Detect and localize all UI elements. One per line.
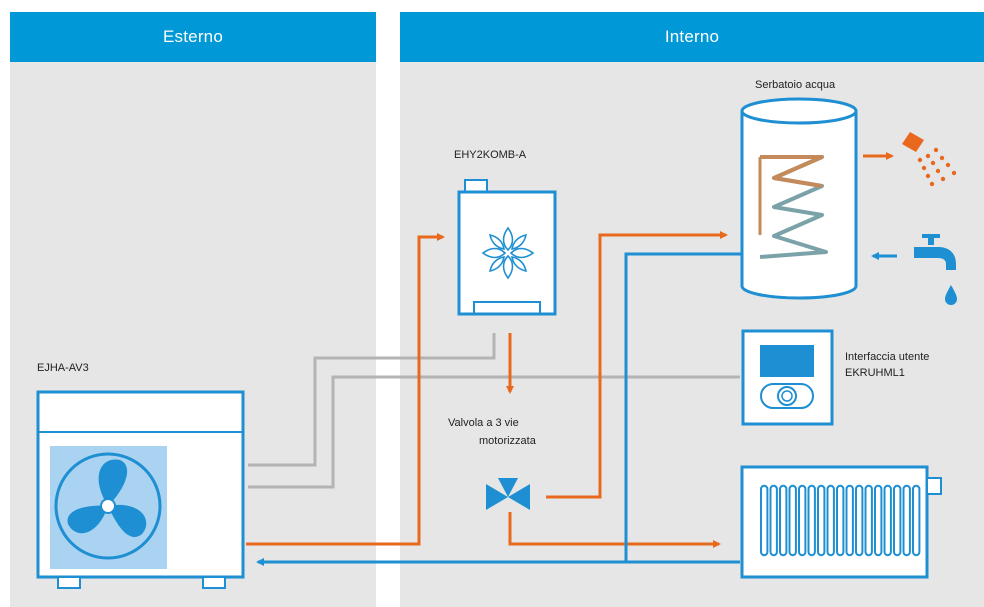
user-interface-device bbox=[741, 329, 834, 426]
ui-label-line1: Interfaccia utente bbox=[845, 351, 930, 363]
indoor-header: Interno bbox=[400, 12, 984, 62]
hot-pipes bbox=[246, 152, 894, 548]
heat-pump-label: EJHA-AV3 bbox=[37, 362, 89, 374]
heat-pump-unit bbox=[36, 390, 245, 589]
outdoor-header: Esterno bbox=[10, 12, 376, 62]
gas-boiler bbox=[457, 179, 557, 316]
valve-label-line1: Valvola a 3 vie bbox=[448, 417, 519, 429]
radiator-icon bbox=[740, 465, 942, 579]
cold-pipes bbox=[256, 252, 897, 566]
flame-icon bbox=[481, 226, 535, 280]
water-tank bbox=[740, 97, 858, 300]
indoor-panel: Interno bbox=[400, 12, 984, 607]
tap-icon bbox=[914, 234, 956, 270]
water-drop-icon bbox=[945, 285, 957, 305]
tank-coil bbox=[758, 155, 828, 259]
valve-label-line2: motorizzata bbox=[479, 435, 536, 447]
shower-icon bbox=[902, 132, 957, 187]
boiler-label: EHY2KOMB-A bbox=[454, 149, 527, 161]
grey-lines bbox=[248, 333, 740, 489]
fan-icon bbox=[54, 452, 162, 560]
ui-label-line2: EKRUHML1 bbox=[845, 367, 905, 379]
tank-label: Serbatoio acqua bbox=[755, 79, 836, 91]
valve-icon bbox=[486, 478, 530, 510]
